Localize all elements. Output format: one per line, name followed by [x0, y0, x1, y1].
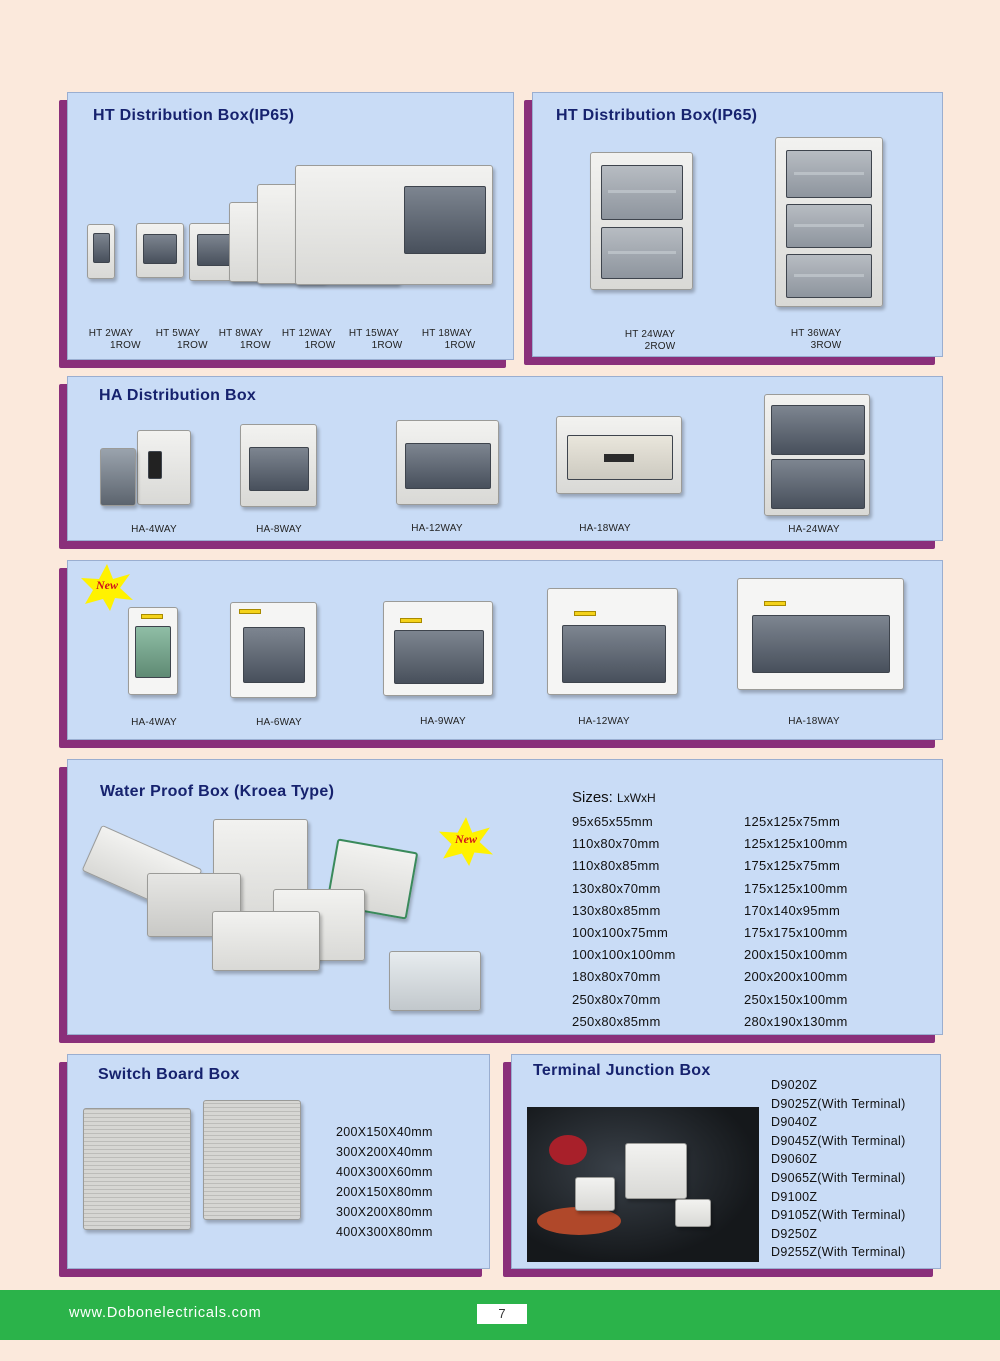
size-item: 200x200x100mm: [744, 969, 848, 985]
size-item: 175x175x100mm: [744, 924, 848, 940]
product-caption: HA-24WAY: [788, 524, 840, 535]
model-item: D9025Z(With Terminal): [771, 1096, 906, 1111]
product-image-ha-8way: [240, 424, 317, 507]
size-item: 100x100x100mm: [572, 947, 676, 963]
product-image-switch-board-2: [203, 1100, 301, 1220]
size-item: 250x150x100mm: [744, 991, 848, 1007]
new-badge: New: [434, 815, 498, 867]
sizes-column-2: 125x125x75mm 125x125x100mm 175x125x75mm …: [744, 811, 848, 1033]
size-item: 175x125x75mm: [744, 858, 841, 874]
switch-board-sizes: 200X150X40mm 300X200X40mm 400X300X60mm 2…: [336, 1122, 433, 1242]
panel-title: HT Distribution Box(IP65): [93, 107, 295, 124]
size-item: 100x100x75mm: [572, 924, 669, 940]
terminal-junction-models: D9020Z D9025Z(With Terminal) D9040Z D904…: [771, 1076, 906, 1262]
panel-title: HA Distribution Box: [99, 387, 257, 404]
size-item: 180x80x70mm: [572, 969, 661, 985]
size-item: 110x80x70mm: [572, 836, 660, 852]
terminal-junction-box-panel: Terminal Junction Box D9020Z D9025Z(With…: [503, 1054, 941, 1277]
product-image-ht-24way: [590, 152, 693, 290]
size-item: 130x80x70mm: [572, 880, 661, 896]
product-image-ha-18way: [556, 416, 682, 494]
product-image-ha-12way: [396, 420, 499, 505]
size-item: 300X200X40mm: [336, 1145, 433, 1159]
size-item: 200X150X40mm: [336, 1125, 433, 1139]
model-item: D9255Z(With Terminal): [771, 1245, 906, 1260]
product-image-ha-12way-new: [547, 588, 678, 695]
panel-title: Terminal Junction Box: [533, 1062, 711, 1079]
page-number: 7: [477, 1304, 527, 1324]
panel-title: Water Proof Box (Kroea Type): [100, 783, 335, 800]
size-item: 200X150X80mm: [336, 1185, 433, 1199]
size-item: 250x80x70mm: [572, 991, 661, 1007]
size-item: 170x140x95mm: [744, 902, 841, 918]
product-caption: HA-18WAY: [579, 523, 631, 534]
product-image-ha-24way: [764, 394, 870, 516]
size-item: 175x125x100mm: [744, 880, 848, 896]
product-caption: HA-4WAY: [131, 717, 177, 728]
model-item: D9250Z: [771, 1226, 818, 1241]
size-item: 400X300X80mm: [336, 1225, 433, 1239]
size-item: 400X300X60mm: [336, 1165, 433, 1179]
size-item: 250x80x85mm: [572, 1013, 661, 1029]
model-item: D9105Z(With Terminal): [771, 1208, 906, 1223]
product-image-ha-9way: [383, 601, 493, 696]
footer: www.Dobonelectricals.com 7: [0, 1290, 1000, 1340]
ha-new-panel: New HA-4WAY HA-6WAY HA-9WAY HA-12WAY HA-…: [59, 560, 943, 748]
size-item: 110x80x85mm: [572, 858, 660, 874]
product-caption: HA-18WAY: [788, 716, 840, 727]
product-caption: HA-6WAY: [256, 717, 302, 728]
model-item: D9045Z(With Terminal): [771, 1133, 906, 1148]
size-item: 125x125x75mm: [744, 814, 841, 829]
size-item: 95x65x55mm: [572, 814, 654, 829]
model-item: D9060Z: [771, 1152, 818, 1167]
product-image-terminal-junction: [527, 1107, 759, 1262]
model-item: D9065Z(With Terminal): [771, 1170, 906, 1185]
size-item: 125x125x100mm: [744, 836, 848, 852]
product-caption: HA-9WAY: [420, 716, 466, 727]
product-image-ha-4way-new: [128, 607, 178, 695]
product-caption: HA-12WAY: [578, 716, 630, 727]
new-badge: New: [77, 562, 137, 612]
product-caption: HA-4WAY: [131, 524, 177, 535]
model-item: D9020Z: [771, 1078, 818, 1092]
sizes-column-1: 95x65x55mm 110x80x70mm 110x80x85mm 130x8…: [572, 811, 676, 1033]
product-image-ht-36way: [775, 137, 883, 307]
product-caption: HA-8WAY: [256, 524, 302, 535]
size-item: 300X200X80mm: [336, 1205, 433, 1219]
size-item: 130x80x85mm: [572, 902, 661, 918]
switch-board-box-panel: Switch Board Box 200X150X40mm 300X200X40…: [59, 1054, 490, 1277]
product-caption: HA-12WAY: [411, 523, 463, 534]
sizes-header: Sizes: LxWxH: [572, 789, 656, 806]
model-item: D9040Z: [771, 1115, 818, 1130]
size-item: 200x150x100mm: [744, 947, 848, 963]
product-image-ha-6way: [230, 602, 317, 698]
product-image-ha-18way-new: [737, 578, 904, 690]
ha-distribution-panel: HA Distribution Box HA-4WAY HA-8WAY HA-1…: [59, 376, 943, 549]
size-item: 280x190x130mm: [744, 1013, 848, 1029]
website-link[interactable]: www.Dobonelectricals.com: [69, 1305, 262, 1321]
water-proof-box-panel: Water Proof Box (Kroea Type) New Sizes: …: [59, 759, 943, 1043]
panel-title: Switch Board Box: [98, 1066, 240, 1083]
model-item: D9100Z: [771, 1189, 818, 1204]
panel-title: HT Distribution Box(IP65): [556, 107, 758, 124]
product-image-switch-board-1: [83, 1108, 191, 1230]
